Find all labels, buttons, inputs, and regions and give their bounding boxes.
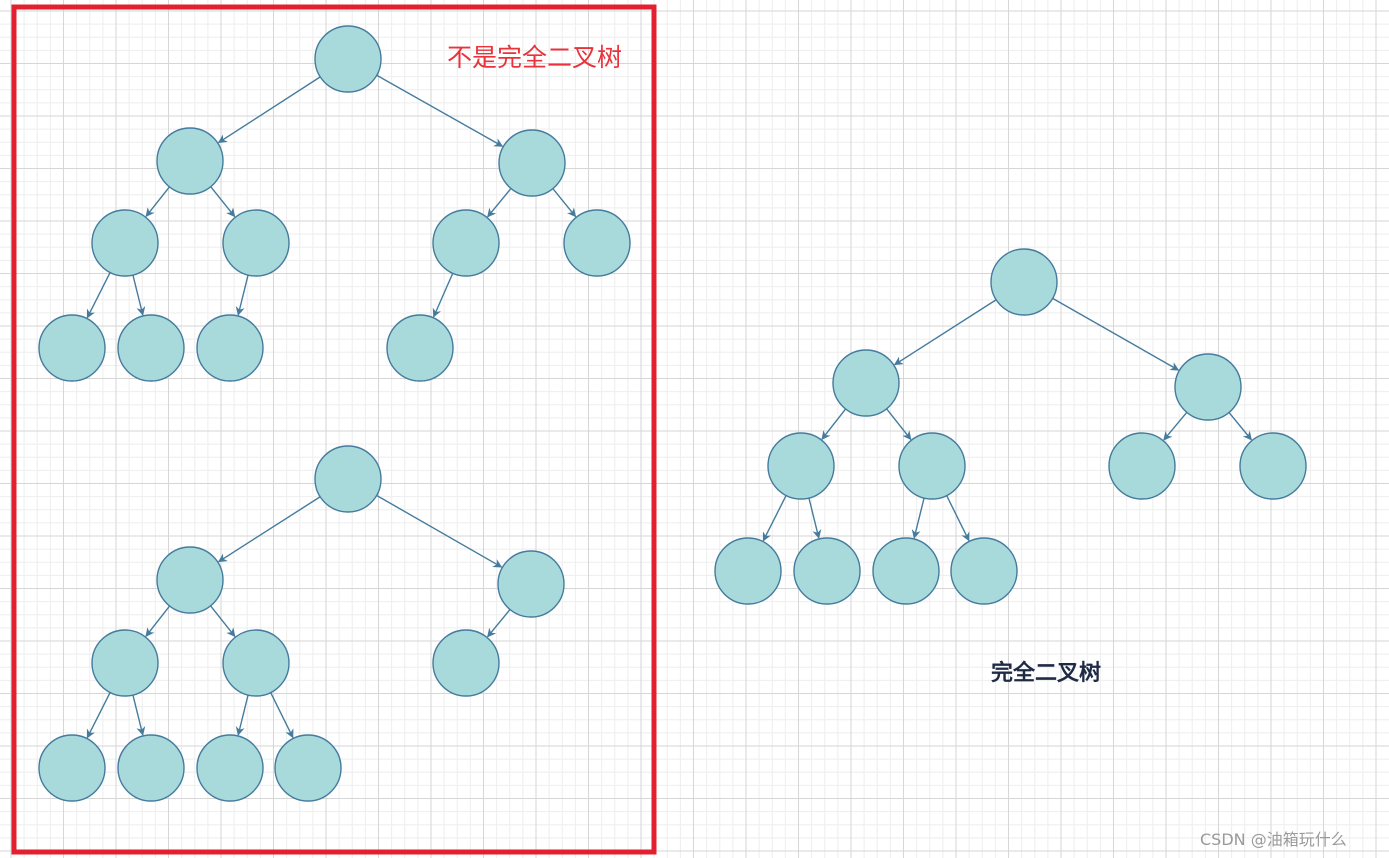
not-complete-tree-1-node <box>38 314 106 382</box>
not-complete-tree-2-node <box>222 629 290 697</box>
not-complete-tree-1-node <box>117 314 185 382</box>
complete-tree-edge <box>762 495 787 542</box>
complete-tree-node <box>872 537 940 605</box>
not-complete-tree-2-edge <box>86 692 111 739</box>
watermark: CSDN @油箱玩什么 <box>1200 830 1347 849</box>
not-complete-frame <box>11 4 657 855</box>
complete-tree-node <box>1239 432 1307 500</box>
nodes-group <box>38 25 1307 802</box>
not-complete-tree-1-edge <box>145 186 171 218</box>
complete-tree-node <box>898 432 966 500</box>
not-complete-tree-1-node <box>386 314 454 382</box>
complete-tree-node <box>767 432 835 500</box>
complete-tree-edge <box>911 497 925 539</box>
not-complete-tree-1-edge <box>552 188 577 218</box>
not-complete-tree-2-edge <box>235 694 249 736</box>
edges-group <box>86 74 1252 739</box>
not-complete-tree-2-edge <box>270 692 294 739</box>
label-complete-binary-tree: 完全二叉树 <box>991 661 1102 686</box>
not-complete-tree-1-node <box>222 209 290 277</box>
not-complete-tree-2-edge <box>376 494 503 568</box>
complete-tree-node <box>793 537 861 605</box>
complete-tree-edge <box>885 408 912 441</box>
label-not-complete-binary-tree: 不是完全二叉树 <box>447 43 623 72</box>
not-complete-tree-2-node <box>91 629 159 697</box>
not-complete-tree-2-node <box>196 734 264 802</box>
complete-tree-edge <box>1163 411 1188 441</box>
not-complete-tree-2-edge <box>487 609 511 638</box>
complete-tree-node <box>1174 353 1242 421</box>
not-complete-tree-1-node <box>156 127 224 195</box>
not-complete-tree-2-node <box>156 546 224 614</box>
not-complete-tree-1-node <box>91 209 159 277</box>
not-complete-tree-1-edge <box>210 186 236 218</box>
not-complete-tree-2-node <box>432 629 500 697</box>
complete-tree-edge <box>893 299 997 366</box>
not-complete-tree-2-edge <box>145 605 171 637</box>
complete-tree-node <box>950 537 1018 605</box>
not-complete-tree-1-node <box>196 314 264 382</box>
not-complete-tree-2-node <box>314 445 382 513</box>
complete-tree-edge <box>808 497 822 539</box>
not-complete-tree-1-edge <box>235 274 249 316</box>
complete-tree-edge <box>821 408 847 440</box>
not-complete-tree-1-node <box>432 209 500 277</box>
not-complete-tree-2-node <box>497 550 565 618</box>
not-complete-tree-1-edge <box>487 188 512 218</box>
complete-tree-node <box>714 537 782 605</box>
complete-tree-node <box>832 349 900 417</box>
complete-tree-node <box>990 248 1058 316</box>
not-complete-tree-1-edge <box>432 272 454 318</box>
not-complete-tree-2-node <box>117 734 185 802</box>
not-complete-tree-2-node <box>274 734 342 802</box>
not-complete-tree-2-edge <box>132 694 146 736</box>
complete-tree-edge <box>1052 297 1180 371</box>
complete-tree-node <box>1108 432 1176 500</box>
not-complete-tree-2-edge <box>209 605 236 638</box>
not-complete-tree-1-node <box>498 129 566 197</box>
not-complete-tree-1-edge <box>86 272 111 319</box>
not-complete-tree-1-edge <box>217 76 321 144</box>
not-complete-tree-2-edge <box>217 496 321 563</box>
not-complete-tree-2-node <box>38 734 106 802</box>
complete-tree-edge <box>1228 412 1252 441</box>
not-complete-tree-1-node <box>563 209 631 277</box>
not-complete-tree-1-edge <box>376 74 504 147</box>
not-complete-tree-1-edge <box>132 274 146 316</box>
not-complete-tree-1-node <box>314 25 382 93</box>
complete-tree-edge <box>946 495 970 542</box>
